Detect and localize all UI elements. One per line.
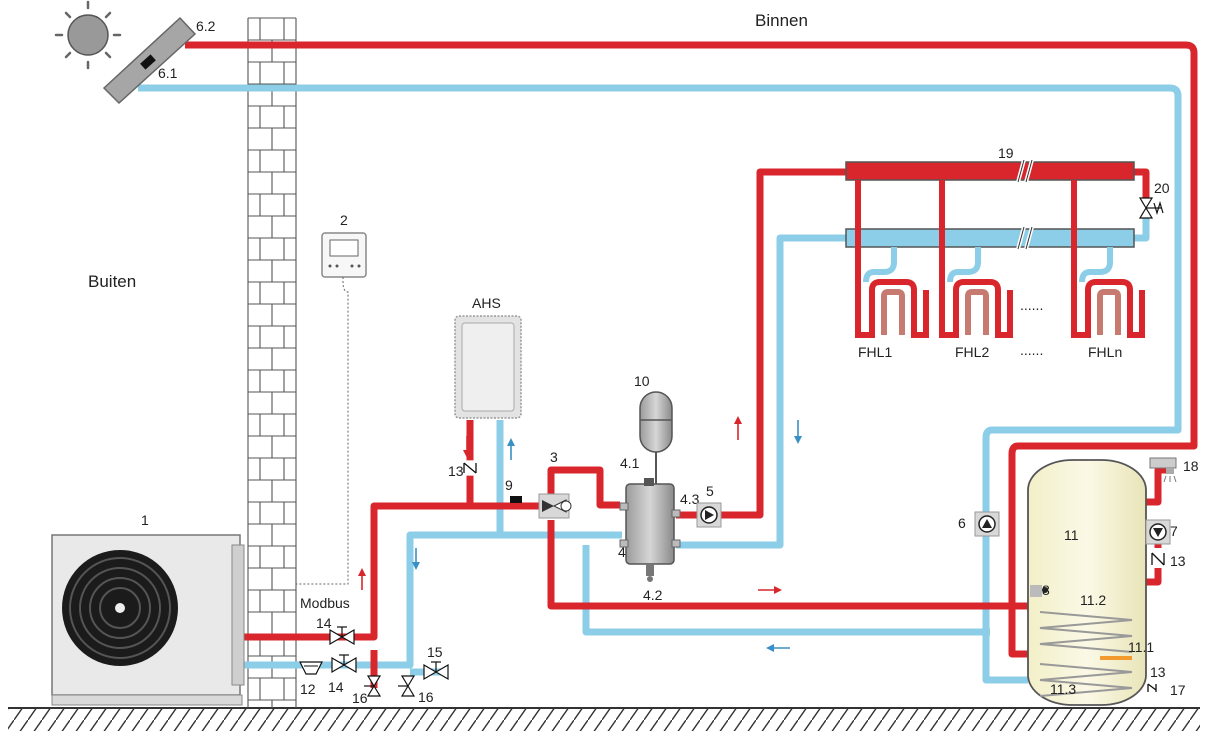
modbus-label: Modbus xyxy=(300,595,350,611)
label-6-2: 6.2 xyxy=(196,18,216,34)
check-valve-dhw xyxy=(1149,549,1167,567)
pump-6 xyxy=(974,511,1000,537)
loop-label-n: FHLn xyxy=(1088,344,1122,360)
loop-label-2: FHL2 xyxy=(955,344,989,360)
solar-panel xyxy=(102,16,197,105)
shutoff-valve-supply xyxy=(329,626,355,646)
return-pipes xyxy=(138,84,1182,693)
outdoor-unit xyxy=(51,534,245,706)
three-way-valve xyxy=(538,493,572,519)
label-16-return: 16 xyxy=(418,689,434,705)
check-valve-cold xyxy=(1147,683,1157,692)
label-6: 6 xyxy=(958,515,966,531)
label-4-1: 4.1 xyxy=(620,455,640,471)
label-17: 17 xyxy=(1170,682,1186,698)
label-16-supply: 16 xyxy=(352,690,368,706)
hot-water-outlet xyxy=(1149,457,1177,483)
loop-mid-3 xyxy=(1097,289,1121,335)
drain-valve-supply xyxy=(364,675,382,697)
zone-inside-label: Binnen xyxy=(755,11,808,30)
pump-7 xyxy=(1145,519,1171,545)
label-3: 3 xyxy=(550,449,558,465)
label-14-supply: 14 xyxy=(316,615,332,631)
loop-return-3 xyxy=(1079,247,1113,283)
label-13-ahs: 13 xyxy=(448,463,464,479)
loop-label-1: FHL1 xyxy=(858,344,892,360)
wall xyxy=(247,17,297,708)
ground xyxy=(8,707,1200,731)
label-11-3: 11.3 xyxy=(1050,681,1076,697)
label-5: 5 xyxy=(706,483,714,499)
filter xyxy=(299,661,323,675)
label-4: 4 xyxy=(618,544,626,560)
fill-valve xyxy=(423,661,449,681)
drain-valve-return xyxy=(398,675,416,697)
expansion-vessel xyxy=(639,391,673,484)
label-11-2: 11.2 xyxy=(1080,592,1106,608)
sun-icon xyxy=(54,0,122,70)
label-4-3: 4.3 xyxy=(680,491,700,507)
check-valve-ahs xyxy=(461,460,479,476)
zone-outside-label: Buiten xyxy=(88,272,136,291)
label-11-1: 11.1 xyxy=(1128,639,1154,655)
loop-supply-2 xyxy=(939,180,1013,338)
label-18: 18 xyxy=(1183,458,1199,474)
label-12: 12 xyxy=(300,681,316,697)
loops-ellipsis-top: ...... xyxy=(1020,297,1043,313)
label-8: 8 xyxy=(1042,582,1050,598)
label-15: 15 xyxy=(427,644,443,660)
label-13-dhw: 13 xyxy=(1170,553,1186,569)
label-11: 11 xyxy=(1064,527,1079,543)
label-7: 7 xyxy=(1170,523,1178,539)
shutoff-valve-return xyxy=(331,654,357,674)
label-13-cold: 13 xyxy=(1150,664,1166,680)
label-6-1: 6.1 xyxy=(158,65,178,81)
label-14-return: 14 xyxy=(328,679,344,695)
loop-mid-2 xyxy=(965,289,989,335)
label-9: 9 xyxy=(505,477,513,493)
label-1: 1 xyxy=(141,512,149,528)
label-10: 10 xyxy=(634,373,650,389)
flow-arrows xyxy=(358,416,802,652)
label-4-2: 4.2 xyxy=(643,587,663,603)
manifold xyxy=(845,159,1135,250)
sensor-9 xyxy=(510,496,522,503)
loop-return-1 xyxy=(863,247,897,283)
loop-supply-3 xyxy=(1071,180,1145,338)
loop-supply-1 xyxy=(855,180,929,338)
controller xyxy=(296,232,367,585)
label-19: 19 xyxy=(998,145,1014,161)
ahs-label: AHS xyxy=(472,295,501,311)
label-20: 20 xyxy=(1154,180,1170,196)
floor-heating-loops xyxy=(855,180,1145,338)
aux-heat-source xyxy=(454,315,522,419)
loop-return-2 xyxy=(947,247,981,283)
bypass-valve xyxy=(1138,197,1164,219)
buffer-tank xyxy=(619,478,681,582)
pump-5 xyxy=(696,502,722,528)
loops-ellipsis-bottom: ...... xyxy=(1020,342,1043,358)
label-2: 2 xyxy=(340,212,348,228)
dhw-tank xyxy=(1027,459,1147,706)
loop-mid-1 xyxy=(881,289,905,335)
